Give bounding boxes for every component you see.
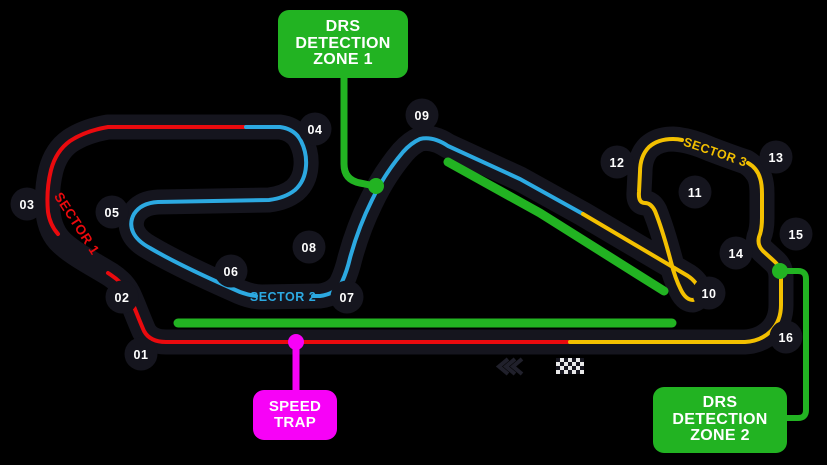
turn-badge-16: 16: [769, 320, 803, 354]
turn-badge-08: 08: [292, 230, 326, 264]
sector-2-label: SECTOR 2: [250, 290, 316, 304]
callout-line: ZONE 2: [690, 427, 750, 445]
drs-zone-2-bar: [443, 157, 669, 296]
turn-badge-15: 15: [779, 217, 813, 251]
turn-badge-05: 05: [95, 195, 129, 229]
turn-badge-12: 12: [600, 145, 634, 179]
turn-badge-02: 02: [105, 280, 139, 314]
turn-badge-13: 13: [759, 140, 793, 174]
turn-badge-07: 07: [330, 280, 364, 314]
turn-number: 02: [115, 291, 130, 305]
turn-number: 06: [224, 265, 239, 279]
turn-badge-11: 11: [678, 175, 712, 209]
drs-zone-1-connector: [340, 70, 374, 189]
turn-number: 11: [688, 186, 702, 200]
chevrons-left-icon: [495, 357, 524, 376]
turn-badge-03: 03: [10, 187, 44, 221]
turn-badge-14: 14: [719, 236, 753, 270]
turn-number: 07: [340, 291, 355, 305]
track-outline: [34, 114, 794, 355]
turn-number: 03: [20, 198, 35, 212]
checkered-flag-icon: [556, 358, 584, 374]
speed-trap-callout: SPEED TRAP: [253, 390, 337, 440]
callout-line: ZONE 1: [313, 51, 373, 69]
turn-number: 08: [302, 241, 317, 255]
callout-line: TRAP: [273, 414, 317, 431]
callout-line: DETECTION: [672, 410, 768, 428]
turn-number: 04: [308, 123, 323, 137]
turn-number: 13: [769, 151, 784, 165]
callout-line: DRS: [325, 17, 361, 35]
drs-detection-zone-1-callout: DRS DETECTION ZONE 1: [278, 10, 408, 78]
turn-number: 16: [779, 331, 794, 345]
drs-detection-point-2: [772, 263, 788, 279]
turn-number: 01: [134, 348, 149, 362]
turn-badge-10: 10: [692, 276, 726, 310]
turn-number: 14: [729, 247, 744, 261]
turn-badge-04: 04: [298, 112, 332, 146]
turn-number: 10: [702, 287, 717, 301]
turn-badge-06: 06: [214, 254, 248, 288]
turn-badge-01: 01: [124, 337, 158, 371]
turn-number: 15: [789, 228, 804, 242]
callout-line: SPEED: [268, 398, 322, 416]
speed-trap-point: [288, 334, 304, 350]
turn-number: 12: [610, 156, 625, 170]
callout-line: DETECTION: [295, 34, 391, 52]
drs-detection-zone-2-callout: DRS DETECTION ZONE 2: [653, 387, 787, 453]
drs-zone-2-connector: [776, 268, 809, 421]
turn-badge-09: 09: [405, 98, 439, 132]
drs-detection-point-1: [368, 178, 384, 194]
turn-number: 09: [415, 109, 430, 123]
callout-line: DRS: [702, 393, 738, 411]
turn-number: 05: [105, 206, 120, 220]
